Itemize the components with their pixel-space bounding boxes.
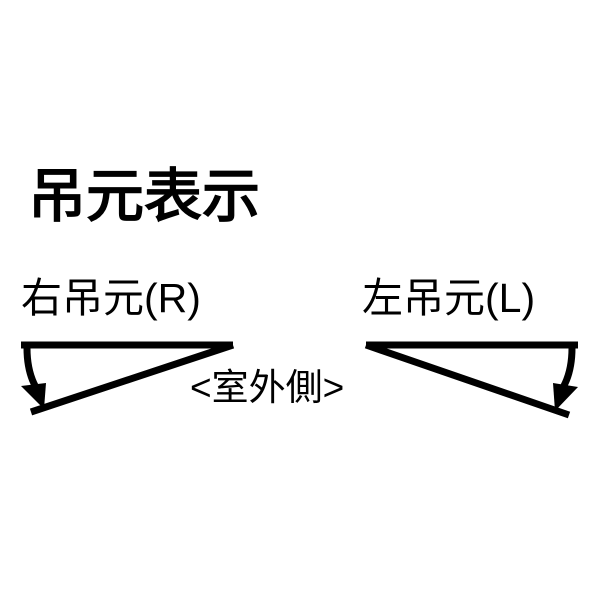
door-leaf-line-left-hinge (364, 341, 571, 419)
label-outside-note: <室外側> (190, 367, 345, 408)
door-leaf-line-right-hinge (29, 341, 235, 416)
diagram-right-hinge (21, 341, 235, 416)
swing-arrowhead-left-hinge (553, 383, 578, 411)
page-title: 吊元表示 (28, 164, 261, 229)
label-left-hinge: 左吊元(L) (362, 275, 536, 321)
diagram-left-hinge (364, 341, 578, 419)
swing-arrowhead-right-hinge (21, 383, 46, 409)
label-right-hinge: 右吊元(R) (21, 275, 201, 321)
